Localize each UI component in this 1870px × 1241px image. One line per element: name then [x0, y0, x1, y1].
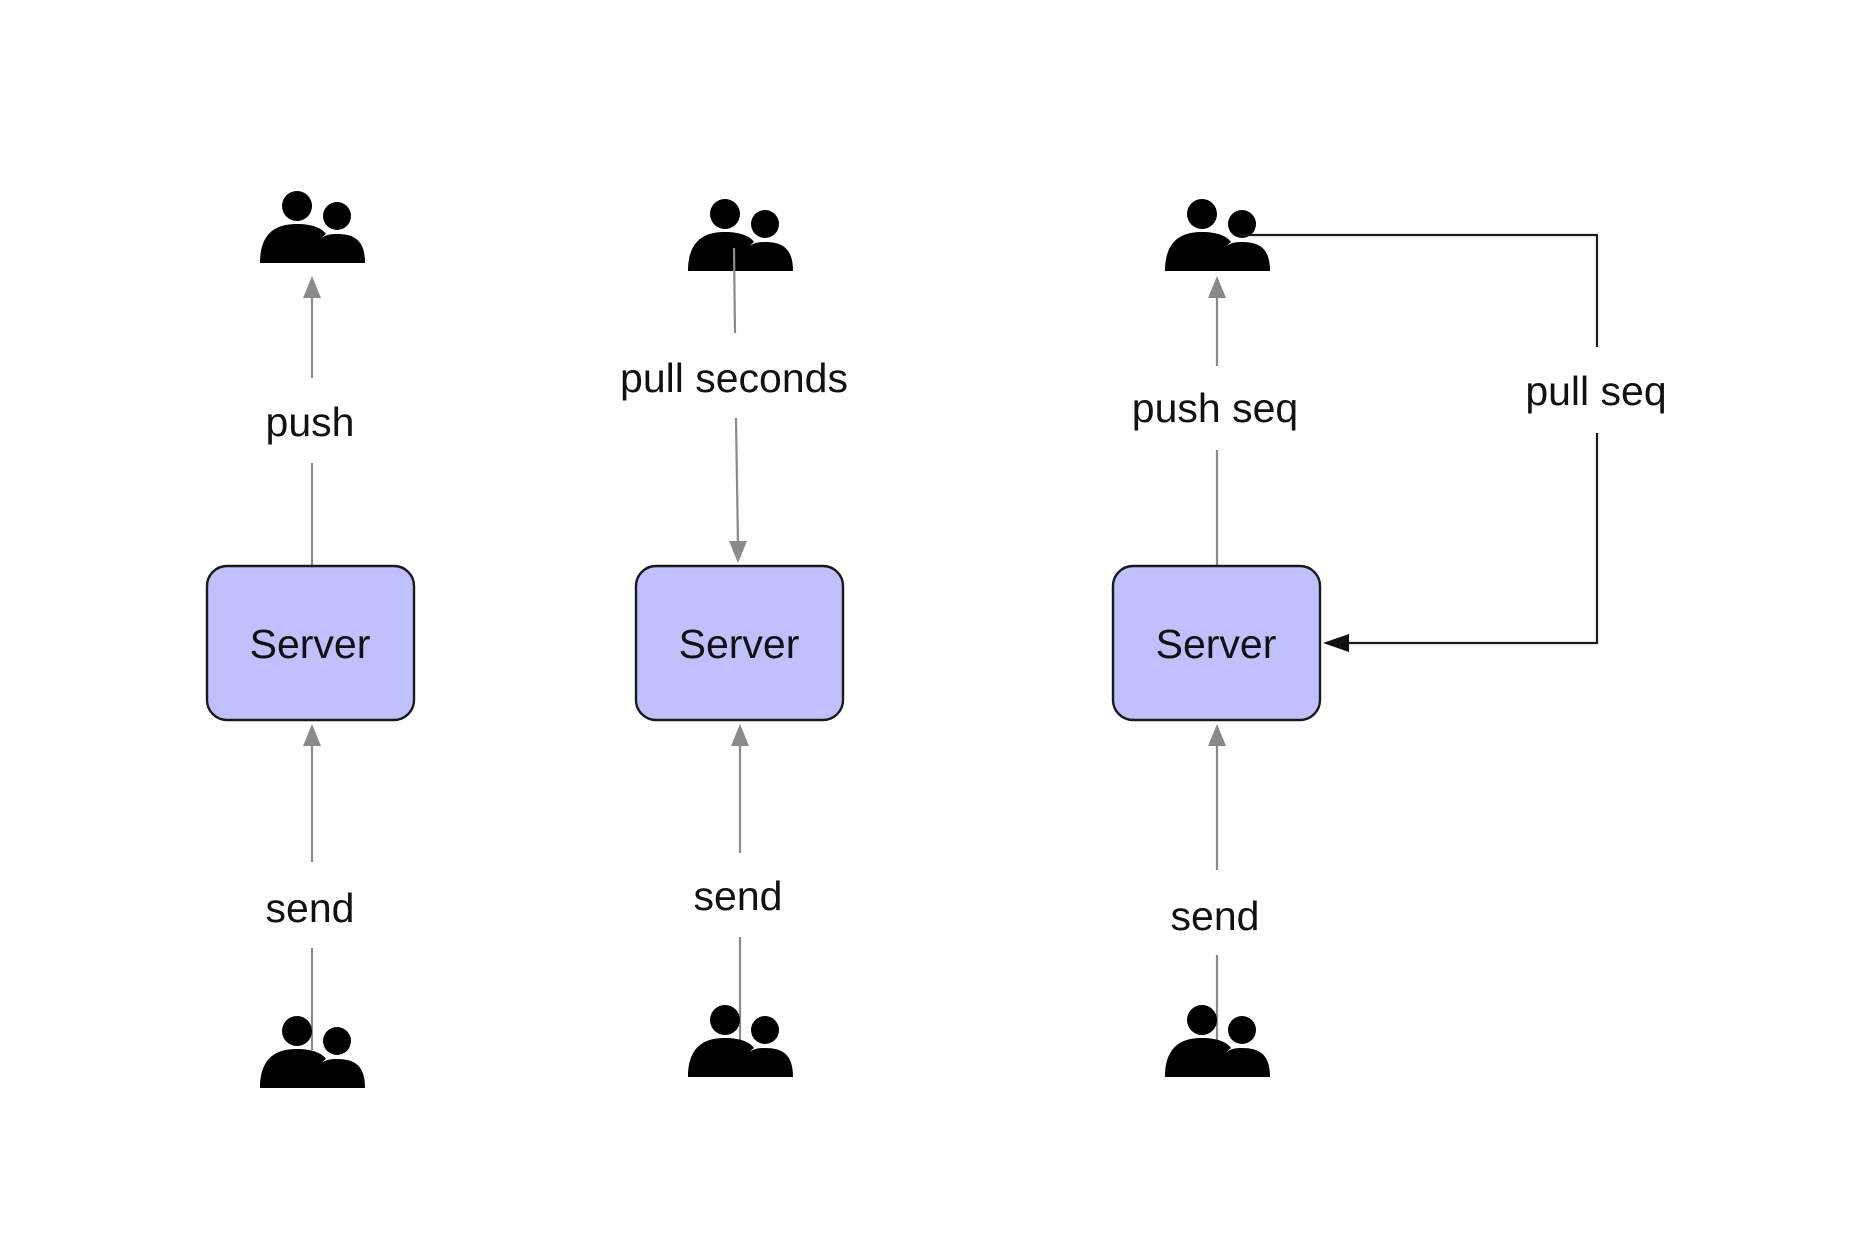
server-label: Server [679, 621, 800, 667]
edge-label-push: push [266, 399, 355, 445]
server-node: Server [1111, 564, 1322, 722]
edge-pull-seq-line-lower [1343, 433, 1599, 645]
users-icon [260, 191, 365, 263]
edge-label-push-seq: push seq [1132, 385, 1298, 431]
edge-pull-seconds-line-upper [732, 247, 737, 334]
column-pull-seconds: pull seconds Server send [620, 199, 848, 1077]
arrowhead-up-icon [1208, 276, 1226, 298]
column-push: push Server send [205, 191, 416, 1088]
edge-label-pull-seq: pull seq [1525, 368, 1666, 414]
edge-label-send: send [694, 873, 783, 919]
server-node: Server [205, 564, 416, 722]
arrowhead-up-icon [303, 276, 321, 298]
server-label: Server [1156, 621, 1277, 667]
server-node: Server [634, 564, 845, 722]
arrowhead-down-icon [729, 541, 747, 563]
arrowhead-left-icon [1323, 634, 1349, 652]
arrowhead-up-icon [731, 724, 749, 746]
edge-pull-seconds-line-lower [734, 417, 740, 546]
edge-label-send: send [1171, 893, 1260, 939]
server-label: Server [250, 621, 371, 667]
edge-label-send: send [266, 885, 355, 931]
users-icon [688, 199, 793, 271]
column-seq: push seq Server send pull seq [1111, 199, 1667, 1077]
arrowhead-up-icon [1208, 724, 1226, 746]
edge-pull-seq-line-upper [1240, 233, 1599, 347]
arrowhead-up-icon [303, 724, 321, 746]
edge-label-pull-seconds: pull seconds [620, 355, 848, 401]
